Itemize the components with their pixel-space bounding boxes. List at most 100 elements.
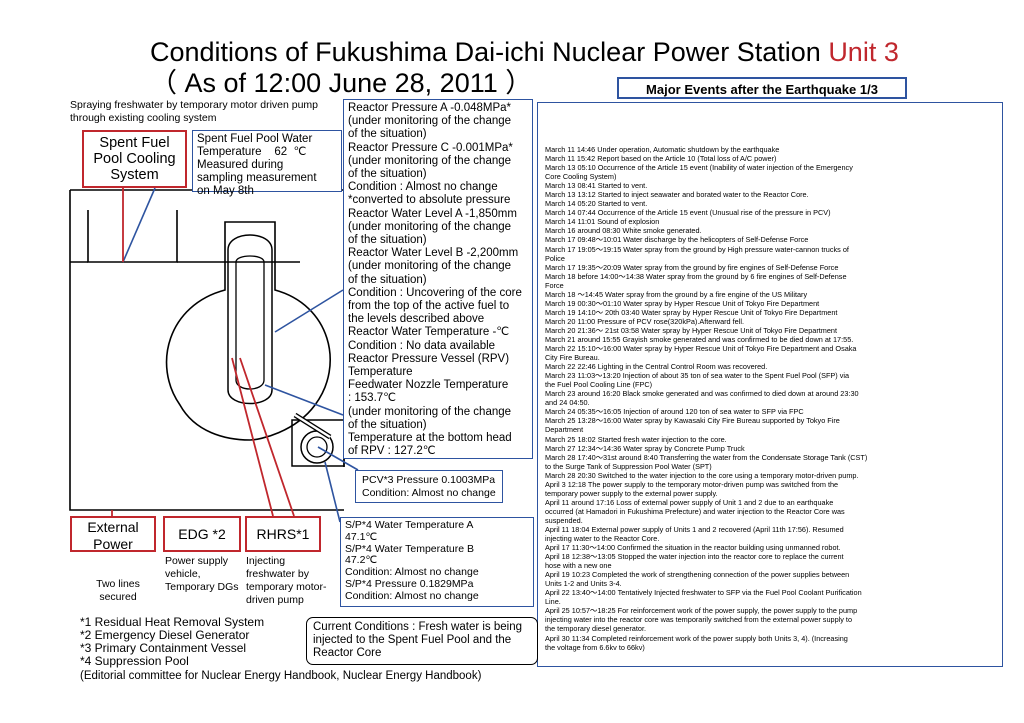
- footnote-4: *4 Suppression Pool: [80, 654, 189, 668]
- external-power-caption1: Two lines: [96, 578, 140, 590]
- event-item: March 14 05:20 Started to vent.: [545, 199, 648, 209]
- sfp-temp-line2: Temperature 62 ℃: [197, 146, 307, 158]
- event-item: March 25 18:02 Started fresh water injec…: [545, 434, 727, 444]
- event-item: March 21 around 15:55 Grayish smoke gene…: [545, 334, 854, 344]
- pcv-line1: PCV*3 Pressure 0.1003MPa: [362, 474, 496, 486]
- vent-pipe-inner: [294, 413, 331, 439]
- event-item: March 11 15:42 Report based on the Artic…: [545, 154, 777, 164]
- pcv-callout-line: [317, 446, 359, 471]
- event-item: March 17 09:48〜10:01 Water discharge by …: [545, 235, 809, 245]
- reactor-info-line: Feedwater Nozzle Temperature: [348, 379, 509, 392]
- primary-containment-vessel: [165, 221, 331, 441]
- event-item: March 20 11:00 Pressure of PCV rose(320k…: [545, 316, 744, 326]
- event-item: April 19 10:23 Completed the work of str…: [545, 570, 850, 589]
- rhrs-caption: Injecting freshwater by temporary motor-…: [246, 555, 342, 607]
- footnote-2: *2 Emergency Diesel Generator: [80, 628, 250, 642]
- sp-line: 47.2℃: [345, 554, 378, 567]
- reactor-info-line: (under monitoring of the change: [348, 220, 512, 233]
- page-subtitle: （ As of 12:00 June 28, 2011 ）: [150, 68, 533, 98]
- event-item: March 13 13:12 Started to inject seawate…: [545, 190, 809, 200]
- sfpcs-line3: System: [110, 167, 159, 183]
- reactor-info-line: of the situation): [348, 418, 427, 431]
- event-item: March 13 05:10 Occurrence of the Article…: [545, 163, 853, 182]
- spent-fuel-pool: [87, 210, 178, 263]
- reactor-info-line: Reactor Water Temperature -℃: [348, 326, 510, 339]
- sfpcs-line1: Spent Fuel: [99, 135, 170, 151]
- reactor-info-line: Temperature: [348, 366, 413, 379]
- spent-fuel-pool-cooling-system-label: Spent Fuel Pool Cooling System: [82, 130, 187, 188]
- reactor-callout-line: [274, 289, 344, 333]
- title-unit: Unit 3: [828, 37, 899, 67]
- reactor-info-line: Reactor Pressure A -0.048MPa*: [348, 102, 511, 114]
- event-item: March 11 14:46 Under operation, Automati…: [545, 145, 780, 154]
- reactor-info-line: (under monitoring of the change: [348, 405, 512, 418]
- events-list: March 11 14:46 Under operation, Automati…: [537, 102, 1003, 667]
- spray-note: Spraying freshwater by temporary motor d…: [70, 99, 319, 124]
- rhrs-caption2: freshwater by: [246, 568, 310, 580]
- page-title: Conditions of Fukushima Dai-ichi Nuclear…: [150, 36, 899, 68]
- sp-line: Condition: Almost no change: [345, 589, 479, 602]
- footnotes: *1 Residual Heat Removal System *2 Emerg…: [80, 616, 264, 668]
- event-item: March 27 12:34〜14:36 Water spray by Conc…: [545, 443, 745, 453]
- external-power-label: External Power: [70, 516, 156, 552]
- reactor-info-line: the levels described above: [348, 313, 485, 326]
- rhrs-callout-line: [231, 357, 295, 517]
- event-item: March 16 around 08:30 White smoke genera…: [545, 226, 702, 236]
- event-item: April 30 11:34 Completed reinforcement w…: [545, 633, 848, 652]
- event-item: March 28 17:40〜31st around 8:40 Transfer…: [545, 452, 868, 471]
- sp-line: S/P*4 Pressure 0.1829MPa: [345, 577, 474, 590]
- reactor-info-line: of the situation): [348, 128, 427, 141]
- event-item: March 19 14:10〜 20th 03:40 Water spray b…: [545, 307, 838, 317]
- sfp-temp-line4: sampling measurement: [197, 172, 317, 184]
- edg-caption2: vehicle,: [165, 568, 201, 580]
- footnote-1: *1 Residual Heat Removal System: [80, 615, 265, 629]
- footnote-3: *3 Primary Containment Vessel: [80, 641, 247, 655]
- event-item: April 22 13:40〜14:00 Tentatively Injecte…: [545, 588, 862, 607]
- event-item: March 14 07:44 Occurrence of the Article…: [545, 208, 831, 218]
- reactor-info-line: Reactor Pressure Vessel (RPV): [348, 352, 510, 365]
- event-item: April 11 around 17:16 Loss of external p…: [545, 497, 845, 525]
- reactor-info-line: Condition : Almost no change: [348, 181, 498, 194]
- edg-caption: Power supply vehicle, Temporary DGs: [165, 555, 250, 594]
- event-item: March 18 〜14:45 Water spray from the gro…: [545, 289, 808, 299]
- external-power-caption2: secured: [99, 591, 137, 603]
- suppression-pool-inner: [306, 436, 328, 458]
- event-item: April 18 12:38〜13:05 Stopped the water i…: [545, 552, 844, 571]
- event-item: March 22 15:10〜16:00 Water spray by Hype…: [545, 344, 857, 363]
- reactor-info-line: (under monitoring of the change: [348, 260, 512, 273]
- external-power-line2: Power: [93, 536, 133, 552]
- rhrs-caption4: driven pump: [246, 594, 304, 606]
- event-item: March 28 20:30 Switched to the water inj…: [545, 470, 859, 480]
- rhrs-caption3: temporary motor-: [246, 581, 327, 593]
- events-header: Major Events after the Earthquake 1/3: [617, 77, 907, 99]
- editorial-credit: (Editorial committee for Nuclear Energy …: [80, 670, 482, 682]
- rpv-callout-line: [264, 384, 344, 416]
- event-item: March 13 08:41 Started to vent.: [545, 181, 648, 191]
- pcv-line2: Condition: Almost no change: [362, 487, 496, 499]
- reactor-info-line: Reactor Water Level A -1,850mm: [348, 207, 517, 220]
- event-item: March 14 11:01 Sound of explosion: [545, 217, 660, 227]
- reactor-info-line: (under monitoring of the change: [348, 115, 512, 128]
- sp-line: Condition: Almost no change: [345, 566, 479, 579]
- reactor-info-line: Reactor Water Level B -2,200mm: [348, 247, 519, 260]
- reactor-info-line: Temperature at the bottom head: [348, 432, 512, 445]
- edg-label: EDG *2: [163, 516, 241, 552]
- reactor-core: [235, 255, 265, 390]
- edg-caption3: Temporary DGs: [165, 581, 239, 593]
- reactor-info-line: : 153.7℃: [348, 392, 397, 405]
- reactor-info-line: of the situation): [348, 273, 427, 286]
- event-item: March 17 19:05〜19:15 Water spray from th…: [545, 244, 849, 263]
- sp-line: S/P*4 Water Temperature A: [345, 519, 474, 531]
- pcv-pressure: PCV*3 Pressure 0.1003MPa Condition: Almo…: [355, 470, 503, 503]
- current-conditions-box: Current Conditions : Fresh water is bein…: [306, 617, 538, 665]
- event-item: March 19 00:30〜01:10 Water spray by Hype…: [545, 298, 820, 308]
- sfp-temp-line1: Spent Fuel Pool Water: [197, 133, 313, 145]
- sp-line: S/P*4 Water Temperature B: [345, 542, 474, 555]
- event-item: April 3 12:18 The power supply to the te…: [545, 479, 839, 498]
- event-item: April 25 10:57〜18:25 For reinforcement w…: [545, 606, 858, 634]
- reactor-building-outline: [69, 188, 345, 511]
- event-item: March 23 around 16:20 Black smoke genera…: [545, 389, 859, 408]
- event-item: March 23 11:03〜13:20 Injection of about …: [545, 371, 850, 390]
- reactor-info-line: of the situation): [348, 168, 427, 181]
